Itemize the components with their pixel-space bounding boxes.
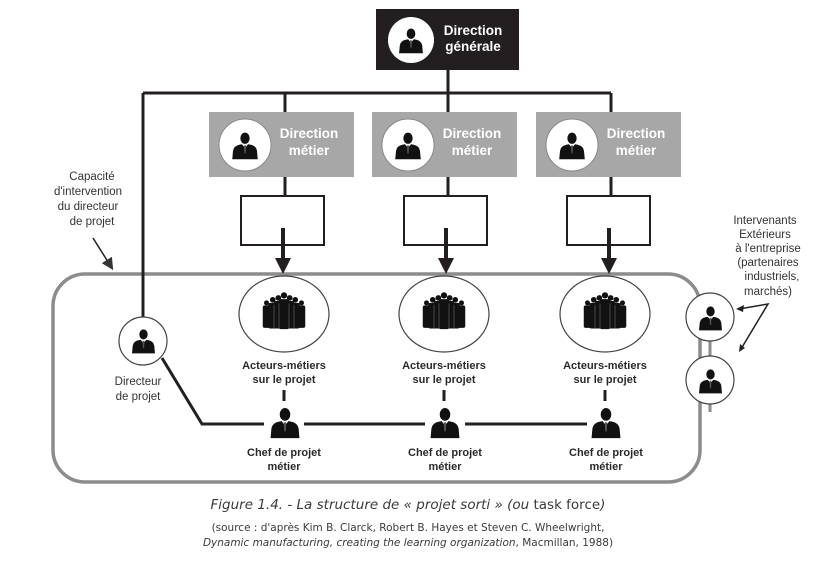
svg-text:du directeur: du directeur (58, 201, 119, 213)
direction-metier-title-2: métier (616, 143, 657, 158)
svg-text:Capacité: Capacité (69, 171, 114, 183)
chef-label-2: métier (589, 461, 623, 473)
direction-metier-box: Direction métier (209, 112, 354, 177)
chef-label-1: Chef de projet (569, 447, 643, 459)
chef-de-projet: Chef de projet métier (569, 407, 643, 473)
acteurs-metiers-group: Acteurs-métiers sur le projet (238, 275, 330, 386)
group-chef-connectors (282, 390, 607, 401)
down-arrows (275, 228, 617, 274)
chef-label-2: métier (428, 461, 462, 473)
direction-metier-box: Direction métier (372, 112, 517, 177)
external-participants (685, 292, 735, 412)
figure-caption: Figure 1.4. - La structure de « projet s… (203, 497, 613, 549)
caption-title: Figure 1.4. - La structure de « projet s… (211, 497, 606, 513)
director-label-2: de projet (116, 391, 162, 403)
capacity-arrow (92, 237, 114, 271)
direction-generale-title-1: Direction (444, 23, 503, 38)
person-icon (591, 407, 621, 439)
external-note: Intervenants Extérieurs à l'entreprise (… (733, 215, 801, 352)
chef-label-2: métier (267, 461, 301, 473)
chef-label-1: Chef de projet (247, 447, 321, 459)
direction-metier-title-2: métier (452, 143, 493, 158)
director-label-1: Directeur (115, 376, 162, 388)
person-icon (270, 407, 300, 439)
acteurs-metiers-group: Acteurs-métiers sur le projet (559, 275, 651, 386)
svg-text:Extérieurs: Extérieurs (739, 229, 791, 241)
direction-generale-title-2: générale (445, 39, 501, 54)
direction-metier-box: Direction métier (536, 112, 681, 177)
svg-text:marchés): marchés) (744, 286, 792, 298)
chef-de-projet: Chef de projet métier (408, 407, 482, 473)
acteurs-label-2: sur le projet (574, 374, 637, 386)
svg-text:à l'entreprise: à l'entreprise (735, 243, 800, 255)
direction-metier-title-1: Direction (443, 126, 502, 141)
caption-source-line1: (source : d'après Kim B. Clarck, Robert … (212, 522, 605, 534)
svg-text:d'intervention: d'intervention (54, 186, 122, 198)
svg-text:Intervenants: Intervenants (733, 215, 797, 227)
svg-text:de projet: de projet (70, 216, 116, 228)
acteurs-metiers-group: Acteurs-métiers sur le projet (398, 275, 490, 386)
acteurs-label-1: Acteurs-métiers (563, 360, 647, 372)
acteurs-label-2: sur le projet (253, 374, 316, 386)
direction-generale-box: Direction générale (376, 9, 519, 70)
direction-metier-title-2: métier (289, 143, 330, 158)
acteurs-label-1: Acteurs-métiers (402, 360, 486, 372)
acteurs-label-1: Acteurs-métiers (242, 360, 326, 372)
caption-source-line2: Dynamic manufacturing, creating the lear… (203, 537, 613, 549)
svg-text:industriels,: industriels, (745, 271, 800, 283)
chef-de-projet: Chef de projet métier (247, 407, 321, 473)
hierarchy-connectors (141, 70, 613, 317)
svg-text:(partenaires: (partenaires (737, 257, 799, 269)
capacity-note: Capacité d'intervention du directeur de … (54, 171, 122, 271)
acteurs-label-2: sur le projet (413, 374, 476, 386)
directeur-de-projet: Directeur de projet (115, 316, 168, 403)
direction-metier-title-1: Direction (607, 126, 666, 141)
chef-label-1: Chef de projet (408, 447, 482, 459)
direction-metier-title-1: Direction (280, 126, 339, 141)
person-icon (430, 407, 460, 439)
external-arrows (738, 302, 770, 350)
director-chef-connector (160, 357, 587, 426)
